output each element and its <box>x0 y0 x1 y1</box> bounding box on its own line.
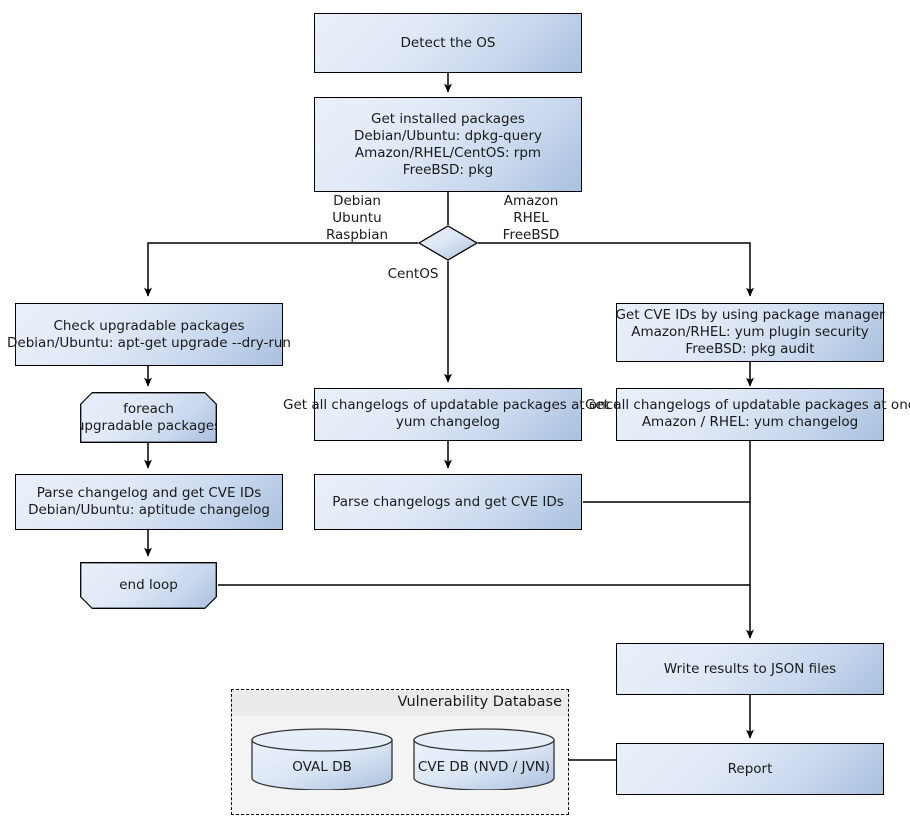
node-get-installed-line4: FreeBSD: pkg <box>402 161 494 178</box>
node-write-json-label: Write results to JSON files <box>663 660 837 677</box>
node-get-changelogs-centos[interactable] <box>314 388 582 441</box>
db-cylinder-oval[interactable]: OVAL DB <box>250 728 394 791</box>
node-get-changelogs-amazon-text: Get all changelogs of updatable packages… <box>585 397 910 431</box>
node-get-cve-ids-package-manager[interactable]: Get CVE IDs by using package manager Ama… <box>615 303 885 362</box>
edge-label-center-branch: CentOS <box>387 266 439 282</box>
node-get-changelogs-amazon[interactable] <box>616 388 884 441</box>
node-get-cve-pkgmgr-line1: Get CVE IDs by using package manager <box>615 307 885 323</box>
node-get-cve-pkgmgr-line3: FreeBSD: pkg audit <box>685 341 815 357</box>
node-parse-changelog-deb-line1: Parse changelog and get CVE IDs <box>36 485 262 501</box>
node-write-results-json[interactable]: Write results to JSON files <box>616 643 884 695</box>
node-foreach-line2: upgradable packages <box>75 417 222 434</box>
cylinder-shape-oval <box>251 728 393 791</box>
node-parse-changelogs-centos[interactable]: Parse changelogs and get CVE IDs <box>314 474 582 530</box>
group-vulnerability-database-title: Vulnerability Database <box>232 690 568 716</box>
node-foreach-line1: foreach <box>123 400 174 417</box>
node-changelogs-centos-line1: Get all changelogs of updatable packages… <box>283 397 622 413</box>
node-end-loop[interactable]: end loop <box>80 562 217 609</box>
node-get-installed-line1: Get installed packages <box>371 110 525 127</box>
node-changelogs-amazon-line1: Get all changelogs of updatable packages… <box>585 397 910 413</box>
node-foreach-loop-start[interactable]: foreach upgradable packages <box>80 392 217 443</box>
group-vulnerability-database: Vulnerability Database OVAL DB <box>231 689 569 815</box>
db-cylinder-cve-label: CVE DB (NVD / JVN) <box>417 759 551 775</box>
node-get-installed-packages[interactable]: Get installed packages Debian/Ubuntu: dp… <box>314 97 582 192</box>
node-check-upgradable-line1: Check upgradable packages <box>53 317 245 334</box>
node-get-installed-line3: Amazon/RHEL/CentOS: rpm <box>354 144 542 161</box>
diamond-shape <box>417 225 479 261</box>
node-report[interactable]: Report <box>616 743 884 795</box>
node-check-upgradable-packages[interactable]: Check upgradable packages Debian/Ubuntu:… <box>7 303 291 366</box>
node-get-installed-line2: Debian/Ubuntu: dpkg-query <box>353 127 543 144</box>
node-detect-os-label: Detect the OS <box>400 34 496 51</box>
edge-label-left-branch: Debian Ubuntu Raspbian <box>325 193 389 243</box>
node-get-cve-pkgmgr-line2: Amazon/RHEL: yum plugin security <box>631 324 869 340</box>
node-end-loop-label: end loop <box>119 577 178 593</box>
edge-label-right-branch: Amazon RHEL FreeBSD <box>502 193 560 243</box>
db-cylinder-cve[interactable]: CVE DB (NVD / JVN) <box>412 728 556 791</box>
node-parse-changelog-debian[interactable]: Parse changelog and get CVE IDs Debian/U… <box>15 474 283 530</box>
node-changelogs-centos-line2: yum changelog <box>395 414 501 430</box>
node-parse-changelogs-centos-label: Parse changelogs and get CVE IDs <box>332 493 564 510</box>
node-get-changelogs-centos-text: Get all changelogs of updatable packages… <box>283 397 621 431</box>
node-check-upgradable-line2: Debian/Ubuntu: apt-get upgrade --dry-run <box>7 334 291 351</box>
node-report-label: Report <box>727 760 773 777</box>
db-cylinder-oval-label: OVAL DB <box>292 759 352 775</box>
node-os-decision[interactable] <box>417 225 479 261</box>
cylinder-shape-cve <box>413 728 555 791</box>
edge-decision-right <box>478 242 754 297</box>
node-detect-os[interactable]: Detect the OS <box>314 13 582 73</box>
node-changelogs-amazon-line2: Amazon / RHEL: yum changelog <box>641 414 859 430</box>
node-parse-changelog-deb-line2: Debian/Ubuntu: aptitude changelog <box>28 502 270 518</box>
